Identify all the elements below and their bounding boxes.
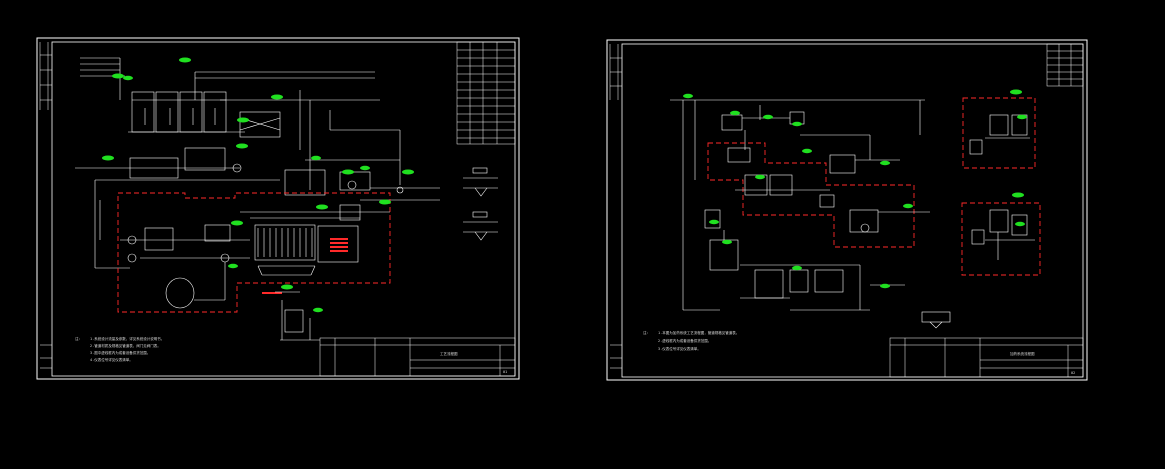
sheet-1-note-4: 4.仪表位号详见仪表清单。 (90, 357, 133, 362)
sheet-2-title-block (889, 337, 1084, 378)
sheet-1-notes: 注： 1.系统设计流量及参数，详见系统设计说明书。 2.管道材质及规格见管道表，… (75, 336, 164, 362)
sheet-1-filter-bank (128, 91, 281, 138)
sheet-2-legend-table (1046, 43, 1084, 87)
sheet-1-notes-header: 注： (75, 336, 82, 341)
sheet-2-package-boundary-b (961, 202, 1041, 276)
sheet-2-package-boundary-a (962, 97, 1036, 169)
drawing-sheet-2: 注： 1.本图为加药系统工艺流程图，管道规格见管道表。 2.虚线框内为成套设备供… (606, 39, 1088, 381)
sheet-2-instrument-tags (683, 89, 1027, 289)
sheet-2-inner-border (621, 43, 1084, 378)
sheet-1-note-1: 1.系统设计流量及参数，详见系统设计说明书。 (90, 336, 164, 341)
sheet-1-title-block (319, 337, 516, 377)
sheet-2-drawing-no: 02 (1071, 371, 1075, 375)
sheet-2-margin-strip (609, 44, 622, 369)
sheet-2-package-boundary-main (707, 142, 915, 248)
sheet-2-main-piping (670, 99, 925, 310)
sheet-1-package-boundary (117, 192, 391, 313)
sheet-1-drawing-no: 01 (503, 370, 507, 374)
sheet-1-outlet (275, 291, 320, 341)
sheet-1-margin-strip (39, 42, 52, 369)
sheet-2-note-1: 1.本图为加药系统工艺流程图，管道规格见管道表。 (658, 330, 739, 335)
sheet-1-inner-border (51, 41, 516, 377)
sheet-2-outer-border (606, 39, 1088, 381)
sheet-1-mid-process (75, 147, 440, 269)
sheet-1-feed-lines (80, 57, 401, 190)
sheet-1-membrane-skid (120, 204, 390, 309)
sheet-2-note-2: 2.虚线框内为成套设备供货范围。 (658, 338, 711, 343)
sheet-1-note-3: 3.图中虚线框内为成套设备供货范围。 (90, 350, 150, 355)
sheet-2-right-units (921, 114, 1035, 329)
sheet-1-note-2: 2.管道材质及规格见管道表，阀门见阀门表。 (90, 343, 161, 348)
sheet-2-lower-tanks (683, 209, 905, 311)
sheet-1-red-tags (262, 238, 348, 294)
sheet-1-legend-table (456, 41, 516, 145)
sheet-2-title: 加药系统流程图 (1010, 351, 1035, 356)
sheet-1-instrument-tags (102, 57, 414, 313)
sheet-1-outer-border (36, 37, 520, 380)
sheet-2-notes: 注： 1.本图为加药系统工艺流程图，管道规格见管道表。 2.虚线框内为成套设备供… (643, 330, 739, 351)
drawing-sheet-1: 注： 1.系统设计流量及参数，详见系统设计说明书。 2.管道材质及规格见管道表，… (36, 37, 520, 380)
sheet-1-title: 工艺流程图 (440, 351, 458, 356)
sheet-1-detail-symbols (463, 167, 498, 241)
sheet-2-note-3: 3.仪表位号详见仪表清单。 (658, 346, 701, 351)
sheet-2-notes-header: 注： (643, 330, 650, 335)
sheet-2-dosing-units (727, 134, 930, 233)
